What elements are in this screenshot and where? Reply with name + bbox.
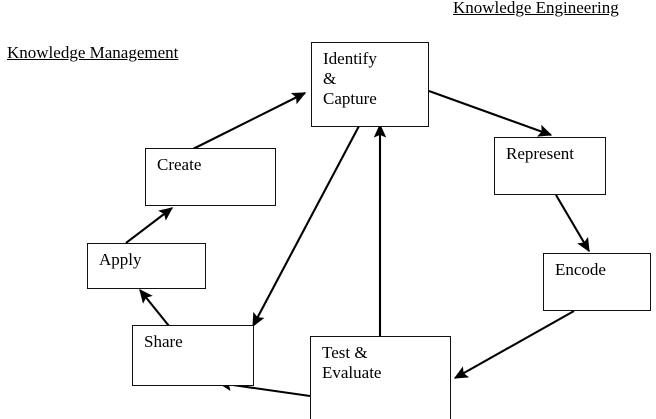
node-test-and-evaluate[interactable]: Test & Evaluate [310,336,451,419]
edge-share-to-apply [139,289,170,327]
section-title-knowledge-engineering: Knowledge Engineering [453,0,619,17]
edge-apply-to-create [125,207,174,244]
node-create[interactable]: Create [145,148,276,206]
node-apply[interactable]: Apply [87,243,206,289]
section-title-knowledge-management: Knowledge Management [7,43,179,62]
node-identify-and-capture[interactable]: Identify & Capture [311,42,429,127]
edge-identify-to-represent [428,90,553,137]
edge-identify-to-share [252,125,360,328]
edge-represent-to-encode [555,194,590,253]
node-encode[interactable]: Encode [543,253,651,311]
node-represent[interactable]: Represent [494,137,606,195]
edge-encode-to-test [453,310,575,379]
edge-create-to-identify [192,92,307,150]
node-share[interactable]: Share [132,325,254,386]
